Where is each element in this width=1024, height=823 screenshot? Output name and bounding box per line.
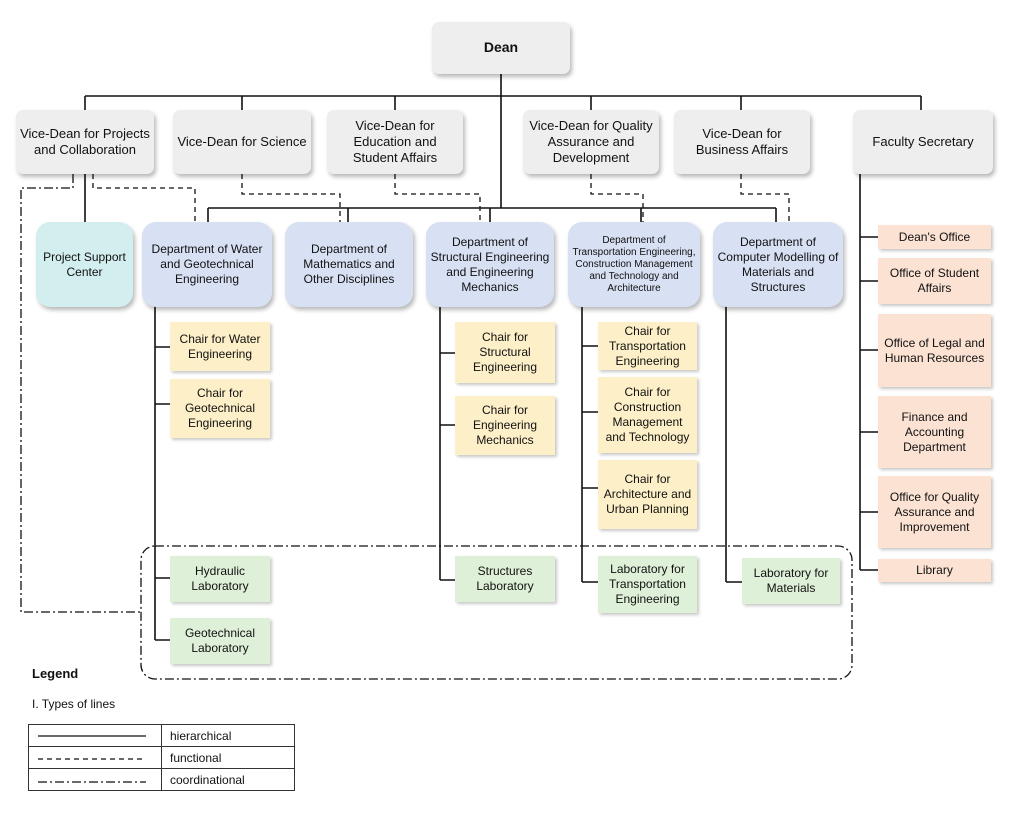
lab-structures-label: Structures Laboratory xyxy=(476,564,534,593)
vice-dean-projects-label: Vice-Dean for Projects and Collaboration xyxy=(20,125,150,157)
department-modelling-label: Department of Computer Modelling of Mate… xyxy=(717,234,839,294)
legend-label-functional: functional xyxy=(161,746,295,769)
lab-transport-box: Laboratory for Transportation Engineerin… xyxy=(598,556,697,613)
chair-geotech-box: Chair for Geotechnical Engineering xyxy=(170,379,270,438)
vice-dean-education-label: Vice-Dean for Education and Student Affa… xyxy=(352,117,438,166)
chair-mechanics-label: Chair for Engineering Mechanics xyxy=(472,403,538,447)
department-modelling-box: Department of Computer Modelling of Mate… xyxy=(713,222,843,307)
lab-hydraulic-box: Hydraulic Laboratory xyxy=(170,556,270,602)
chair-transport-label: Chair for Transportation Engineering xyxy=(609,323,686,368)
dean-box: Dean xyxy=(432,22,570,74)
legend-row-functional: functional xyxy=(28,746,295,769)
department-structural-box: Department of Structural Engineering and… xyxy=(426,222,554,307)
office-student-affairs-box: Office of Student Affairs xyxy=(878,258,991,304)
chair-architecture-label: Chair for Architecture and Urban Plannin… xyxy=(603,472,692,516)
vice-dean-quality-box: Vice-Dean for Quality Assurance and Deve… xyxy=(523,110,659,174)
office-quality-box: Office for Quality Assurance and Improve… xyxy=(878,476,991,548)
office-finance-box: Finance and Accounting Department xyxy=(878,396,991,468)
lab-geotech-label: Geotechnical Laboratory xyxy=(184,626,256,655)
legend-label-hierarchical: hierarchical xyxy=(161,724,295,747)
office-legal-hr-label: Office of Legal and Human Resources xyxy=(884,335,985,365)
office-deans-office-box: Dean's Office xyxy=(878,225,991,249)
office-library-box: Library xyxy=(878,559,991,582)
project-support-center-label: Project Support Center xyxy=(43,249,126,279)
legend-label-coordinational: coordinational xyxy=(161,768,295,791)
lab-hydraulic-label: Hydraulic Laboratory xyxy=(191,564,249,593)
vice-dean-projects-box: Vice-Dean for Projects and Collaboration xyxy=(16,110,154,174)
office-deans-office-label: Dean's Office xyxy=(898,229,971,244)
lab-transport-label: Laboratory for Transportation Engineerin… xyxy=(609,562,686,606)
office-library-label: Library xyxy=(916,563,953,577)
chair-construction-label: Chair for Construction Management and Te… xyxy=(605,385,690,444)
vice-dean-business-box: Vice-Dean for Business Affairs xyxy=(674,110,810,174)
legend-table: hierarchical functional coordinational xyxy=(28,724,295,791)
lab-materials-label: Laboratory for Materials xyxy=(753,566,829,595)
department-structural-label: Department of Structural Engineering and… xyxy=(430,234,550,294)
department-water-label: Department of Water and Geotechnical Eng… xyxy=(151,242,263,286)
dean-label: Dean xyxy=(483,39,519,56)
vice-dean-quality-label: Vice-Dean for Quality Assurance and Deve… xyxy=(529,117,653,166)
department-water-box: Department of Water and Geotechnical Eng… xyxy=(142,222,272,307)
legend-swatch-solid xyxy=(28,724,162,747)
office-finance-label: Finance and Accounting Department xyxy=(901,409,968,454)
project-support-center-box: Project Support Center xyxy=(36,222,133,307)
lab-structures-box: Structures Laboratory xyxy=(455,556,555,602)
chair-construction-box: Chair for Construction Management and Te… xyxy=(598,377,697,453)
chair-transport-box: Chair for Transportation Engineering xyxy=(598,322,697,370)
vice-dean-science-label: Vice-Dean for Science xyxy=(177,133,307,149)
legend-subtitle: I. Types of lines xyxy=(32,697,116,711)
department-transport-box: Department of Transportation Engineering… xyxy=(568,222,700,307)
chair-geotech-label: Chair for Geotechnical Engineering xyxy=(184,386,256,430)
vice-dean-business-label: Vice-Dean for Business Affairs xyxy=(695,125,789,157)
office-legal-hr-box: Office of Legal and Human Resources xyxy=(878,314,991,387)
department-transport-label: Department of Transportation Engineering… xyxy=(572,234,696,294)
faculty-secretary-label: Faculty Secretary xyxy=(872,133,974,149)
legend-swatch-dashdot xyxy=(28,768,162,791)
legend-row-hierarchical: hierarchical xyxy=(28,724,295,747)
department-math-box: Department of Mathematics and Other Disc… xyxy=(285,222,413,307)
vice-dean-education-box: Vice-Dean for Education and Student Affa… xyxy=(327,110,463,174)
chair-water-box: Chair for Water Engineering xyxy=(170,322,270,371)
department-math-label: Department of Mathematics and Other Disc… xyxy=(303,242,395,286)
legend-row-coordinational: coordinational xyxy=(28,768,295,791)
legend-swatch-dashed xyxy=(28,746,162,769)
chair-structural-box: Chair for Structural Engineering xyxy=(455,322,555,383)
chair-architecture-box: Chair for Architecture and Urban Plannin… xyxy=(598,460,697,529)
vice-dean-science-box: Vice-Dean for Science xyxy=(173,110,311,174)
faculty-secretary-box: Faculty Secretary xyxy=(853,110,993,174)
legend-title: Legend xyxy=(32,666,79,681)
office-quality-label: Office for Quality Assurance and Improve… xyxy=(889,489,980,534)
chair-mechanics-box: Chair for Engineering Mechanics xyxy=(455,396,555,455)
office-student-affairs-label: Office of Student Affairs xyxy=(889,266,980,295)
lab-geotech-box: Geotechnical Laboratory xyxy=(170,618,270,664)
lab-materials-box: Laboratory for Materials xyxy=(742,558,840,604)
chair-structural-label: Chair for Structural Engineering xyxy=(472,330,538,374)
chair-water-label: Chair for Water Engineering xyxy=(179,331,261,361)
